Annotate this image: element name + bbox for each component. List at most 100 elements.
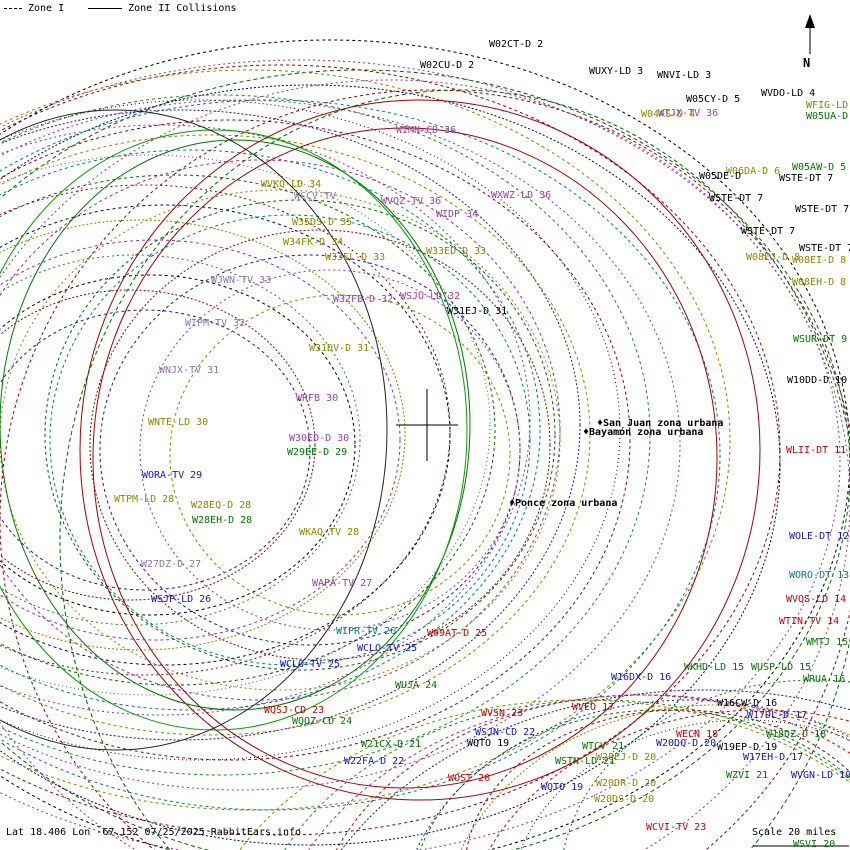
station-label: W17EH-D 17 (743, 752, 804, 763)
station-label: WQQZ-CD 24 (292, 716, 353, 727)
coverage-contour (0, 109, 388, 751)
station-label: WTCV 21 (582, 741, 625, 752)
coverage-contour (419, 709, 850, 850)
coverage-contour (0, 99, 681, 791)
station-label: WIPM-TV 32 (185, 318, 246, 329)
legend-item-zone1: Zone I (4, 3, 64, 14)
coverage-contour (0, 94, 651, 776)
coverage-contour (0, 174, 496, 686)
station-label: W31EJ-D 31 (447, 306, 508, 317)
station-label: WSTE-DT 7 (799, 243, 850, 254)
station-label: WVQS-LD 14 (786, 594, 847, 605)
station-label: WNTE-LD 30 (148, 417, 209, 428)
zone1-label: Zone I (28, 3, 65, 14)
station-label: W18DZ-D 18 (766, 729, 827, 740)
coverage-contour (0, 84, 781, 846)
coverage-contour (0, 99, 621, 761)
station-label: WTJX-TV 36 (658, 108, 719, 119)
station-label: W05UA-D 5 (806, 111, 849, 122)
station-label: W20DQ-D 20 (656, 738, 717, 749)
coverage-contour (0, 189, 561, 691)
station-label: W28EH-D 28 (192, 515, 253, 526)
station-label: WSTN-LD 21 (555, 756, 616, 767)
station-label: WCLO-TV 25 (357, 643, 418, 654)
city-label: ♦Bayamón zona urbana (583, 427, 704, 438)
coverage-contour (0, 204, 451, 666)
station-label: WSTE-DT 7 (709, 193, 764, 204)
station-label: W05CY-D 5 (686, 94, 741, 105)
station-label: W33EL-D 33 (325, 252, 386, 263)
station-label: W04AS-D 4 (641, 109, 696, 120)
station-label: W10DD-D 10 (787, 375, 848, 386)
coverage-contour (0, 69, 731, 811)
station-label: WVDO-LD 4 (761, 88, 816, 99)
station-label: WQTO 19 (467, 738, 510, 749)
station-label: W05DE-D (699, 171, 742, 182)
station-label: WSTE-DT 7 (741, 226, 796, 237)
coverage-contour (0, 159, 561, 701)
station-label: WVSN 23 (481, 708, 524, 719)
coverage-contour (89, 229, 551, 661)
city-label: ♦Ponce zona urbana (509, 498, 618, 509)
station-label: W08EH-D 8 (792, 277, 847, 288)
station-label: W31DV-D 31 (309, 343, 370, 354)
station-label: W16DX-D 16 (611, 672, 672, 683)
zone2-label: Zone II Collisions (128, 3, 237, 14)
coverage-contour (0, 119, 631, 761)
coverage-contour (308, 694, 850, 850)
station-label: W29EE-D 29 (287, 447, 348, 458)
coverage-contour (0, 109, 581, 741)
coordinates-readout: Lat 18.406 Lon -67.152 07/25/2025 Rabbit… (6, 827, 302, 838)
coverage-contour (0, 149, 541, 711)
station-label: WORO-DT 13 (789, 570, 850, 581)
station-label: WIDP 34 (436, 209, 479, 220)
station-label: WOST 20 (448, 773, 491, 784)
north-arrow-icon (805, 14, 815, 54)
station-label: W20EJ-D 20 (596, 752, 657, 763)
station-label: WECN 18 (676, 729, 719, 740)
station-label: W27DZ-D 27 (141, 559, 202, 570)
coverage-contour (0, 309, 311, 591)
station-label: WSTE-DT 7 (795, 204, 850, 215)
coverage-contour (59, 89, 850, 850)
coverage-contour (44, 199, 556, 671)
station-label: WTPM-LD 28 (114, 494, 175, 505)
legend-item-zone2: Zone II Collisions (88, 3, 237, 14)
station-label: WSJN-CD 22 (475, 727, 536, 738)
station-label: W20DR-D 20 (596, 778, 657, 789)
crosshair (396, 389, 458, 461)
station-label: W34FK-D 34 (283, 237, 344, 248)
station-label: WRFB 30 (296, 393, 339, 404)
zone1-dashed-line-icon (4, 8, 22, 9)
coverage-contours (0, 39, 850, 850)
north-arrow-head (805, 14, 815, 28)
coverage-contour (92, 127, 718, 789)
station-label: WIPR-TV 26 (336, 626, 397, 637)
station-label: W22FA-D 22 (344, 756, 405, 767)
coverage-contour (139, 269, 521, 631)
station-label: WNVI-LD 3 (657, 70, 712, 81)
station-label: WRUA 16 (803, 674, 846, 685)
coverage-contour (488, 709, 850, 850)
station-label: WZVI 21 (726, 770, 769, 781)
coverage-contour (0, 154, 491, 696)
city-label: ♦San Juan zona urbana (597, 418, 724, 429)
station-label: WCCV-TV (294, 191, 337, 202)
station-label: WTIN-TV 14 (779, 616, 840, 627)
station-label: WSTE-DT 7 (779, 173, 834, 184)
station-label: WSVI 20 (793, 839, 836, 850)
station-label: WNJX-TV 31 (159, 365, 220, 376)
station-label: WSJU-LD 32 (400, 291, 461, 302)
station-label: WOLE-DT 12 (789, 531, 850, 542)
coverage-contour (0, 69, 850, 850)
coverage-contour (0, 39, 850, 850)
coverage-contour (520, 719, 850, 850)
station-label: WAPA-TV 27 (312, 578, 373, 589)
station-label: WKHD-LD 15 (684, 662, 745, 673)
station-label: WUSP-LD 15 (751, 662, 812, 673)
station-label: WMTJ 15 (806, 637, 849, 648)
coverage-contour (0, 59, 841, 850)
station-label: WIMN-CD 36 (396, 125, 457, 136)
station-label: WSUR-DT 9 (793, 334, 848, 345)
